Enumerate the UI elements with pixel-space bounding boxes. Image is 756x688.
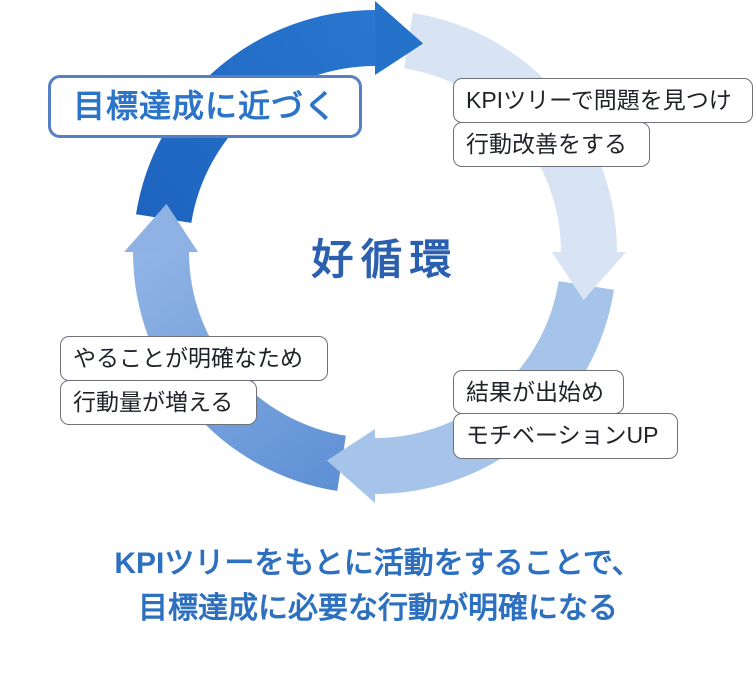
caption-line-1: KPIツリーをもとに活動をすることで、 [114,547,642,580]
step-clear-tasks-box: やることが明確なため [60,336,328,381]
step-find-problem-box: KPIツリーで問題を見つけ [453,78,753,123]
step-more-action-box: 行動量が増える [60,380,257,425]
cycle-arrows-graphic [124,1,626,503]
step-improve-action-box: 行動改善をする [453,122,650,167]
cycle-arrowhead-medium-icon [124,203,198,252]
cycle-arc-pale-body [404,13,617,252]
step-results-box: 結果が出始め [453,370,624,414]
caption-line-2: 目標達成に必要な行動が明確になる [138,592,618,625]
diagram-caption: KPIツリーをもとに活動をすることで、 目標達成に必要な行動が明確になる [0,541,756,631]
cycle-arc-dark-body [136,10,375,223]
cycle-arrowhead-dark-icon [375,1,424,75]
cycle-arc-medium-body [133,252,346,491]
goal-box: 目標達成に近づく [48,75,362,138]
center-cycle-label: 好循環 [311,236,459,283]
cycle-arrowhead-light-icon [326,429,375,503]
cycle-arc-light-body [375,281,614,494]
step-motivation-box: モチベーションUP [453,413,678,459]
cycle-arrowhead-pale-icon [552,252,626,301]
